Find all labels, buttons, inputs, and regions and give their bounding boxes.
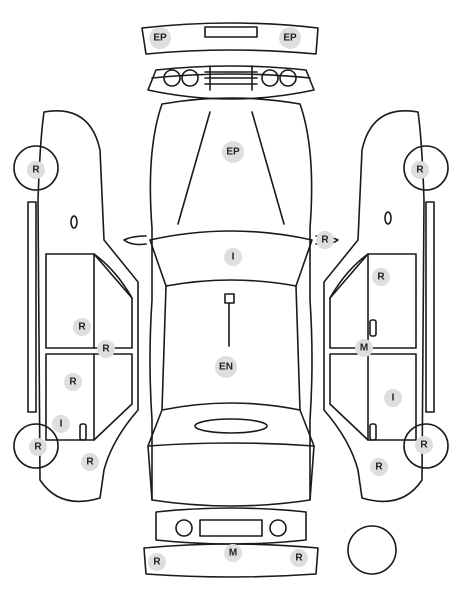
marker-code: R xyxy=(32,165,40,176)
marker-badge xyxy=(411,161,429,179)
marker-hood[interactable]: EP xyxy=(222,141,244,163)
marker-code: R xyxy=(416,165,424,176)
marker-badge xyxy=(224,544,242,562)
marker-code: R xyxy=(295,553,303,564)
marker-roof[interactable]: EN xyxy=(215,356,237,378)
marker-badge xyxy=(81,453,99,471)
marker-code: R xyxy=(86,457,94,468)
marker-right-b-pillar[interactable]: M xyxy=(355,339,373,357)
marker-rear-bumper-center[interactable]: M xyxy=(224,544,242,562)
marker-left-rear-quarter[interactable]: I xyxy=(52,415,70,433)
marker-badge xyxy=(148,553,166,571)
marker-rear-bumper-right[interactable]: R xyxy=(290,549,308,567)
marker-rear-bumper-left[interactable]: R xyxy=(148,553,166,571)
marker-code: EP xyxy=(153,33,167,44)
marker-badge xyxy=(279,27,301,49)
marker-badge xyxy=(370,458,388,476)
marker-code: I xyxy=(392,393,395,404)
marker-left-front-door[interactable]: R xyxy=(73,318,91,336)
marker-code: R xyxy=(69,377,77,388)
marker-badge xyxy=(415,436,433,454)
marker-code: EP xyxy=(226,147,240,158)
marker-windshield[interactable]: I xyxy=(224,248,242,266)
marker-badge xyxy=(149,27,171,49)
marker-right-front-wheel[interactable]: R xyxy=(411,161,429,179)
marker-badge xyxy=(73,318,91,336)
marker-left-b-pillar[interactable]: R xyxy=(97,340,115,358)
marker-badge xyxy=(316,231,334,249)
marker-badge xyxy=(290,549,308,567)
marker-badge xyxy=(355,339,373,357)
marker-badge xyxy=(97,340,115,358)
marker-code: R xyxy=(102,344,110,355)
marker-code: M xyxy=(229,548,237,559)
marker-code: I xyxy=(232,252,235,263)
marker-badge xyxy=(224,248,242,266)
marker-front-bumper-right[interactable]: EP xyxy=(279,27,301,49)
marker-badge xyxy=(372,268,390,286)
left-side-panel[interactable] xyxy=(13,110,139,503)
rear-bumper[interactable] xyxy=(143,543,319,578)
marker-right-mirror[interactable]: R xyxy=(316,231,334,249)
marker-code: R xyxy=(375,462,383,473)
marker-code: EN xyxy=(219,362,233,373)
marker-badge xyxy=(27,161,45,179)
marker-code: R xyxy=(34,442,42,453)
marker-code: R xyxy=(377,272,385,283)
front-grille[interactable] xyxy=(147,65,315,100)
marker-right-rear-door[interactable]: I xyxy=(384,389,402,407)
marker-code: EP xyxy=(283,33,297,44)
marker-badge xyxy=(29,438,47,456)
marker-badge xyxy=(215,356,237,378)
marker-code: I xyxy=(60,419,63,430)
marker-code: R xyxy=(321,235,329,246)
marker-left-rear-door[interactable]: R xyxy=(64,373,82,391)
marker-badge xyxy=(64,373,82,391)
spare-wheel[interactable] xyxy=(347,525,397,575)
marker-code: R xyxy=(78,322,86,333)
marker-left-front-wheel[interactable]: R xyxy=(27,161,45,179)
marker-right-rear-sill[interactable]: R xyxy=(370,458,388,476)
marker-code: M xyxy=(360,343,368,354)
right-side-panel[interactable] xyxy=(323,110,449,503)
marker-right-rear-wheel[interactable]: R xyxy=(415,436,433,454)
marker-left-rear-sill[interactable]: R xyxy=(81,453,99,471)
marker-right-front-door[interactable]: R xyxy=(372,268,390,286)
marker-left-rear-wheel[interactable]: R xyxy=(29,438,47,456)
front-bumper[interactable] xyxy=(141,22,319,55)
marker-badge xyxy=(222,141,244,163)
car-body[interactable] xyxy=(123,97,339,507)
marker-code: R xyxy=(420,440,428,451)
marker-code: R xyxy=(153,557,161,568)
rear-lights[interactable] xyxy=(155,507,307,545)
marker-badge xyxy=(52,415,70,433)
marker-front-bumper-left[interactable]: EP xyxy=(149,27,171,49)
marker-badge xyxy=(384,389,402,407)
